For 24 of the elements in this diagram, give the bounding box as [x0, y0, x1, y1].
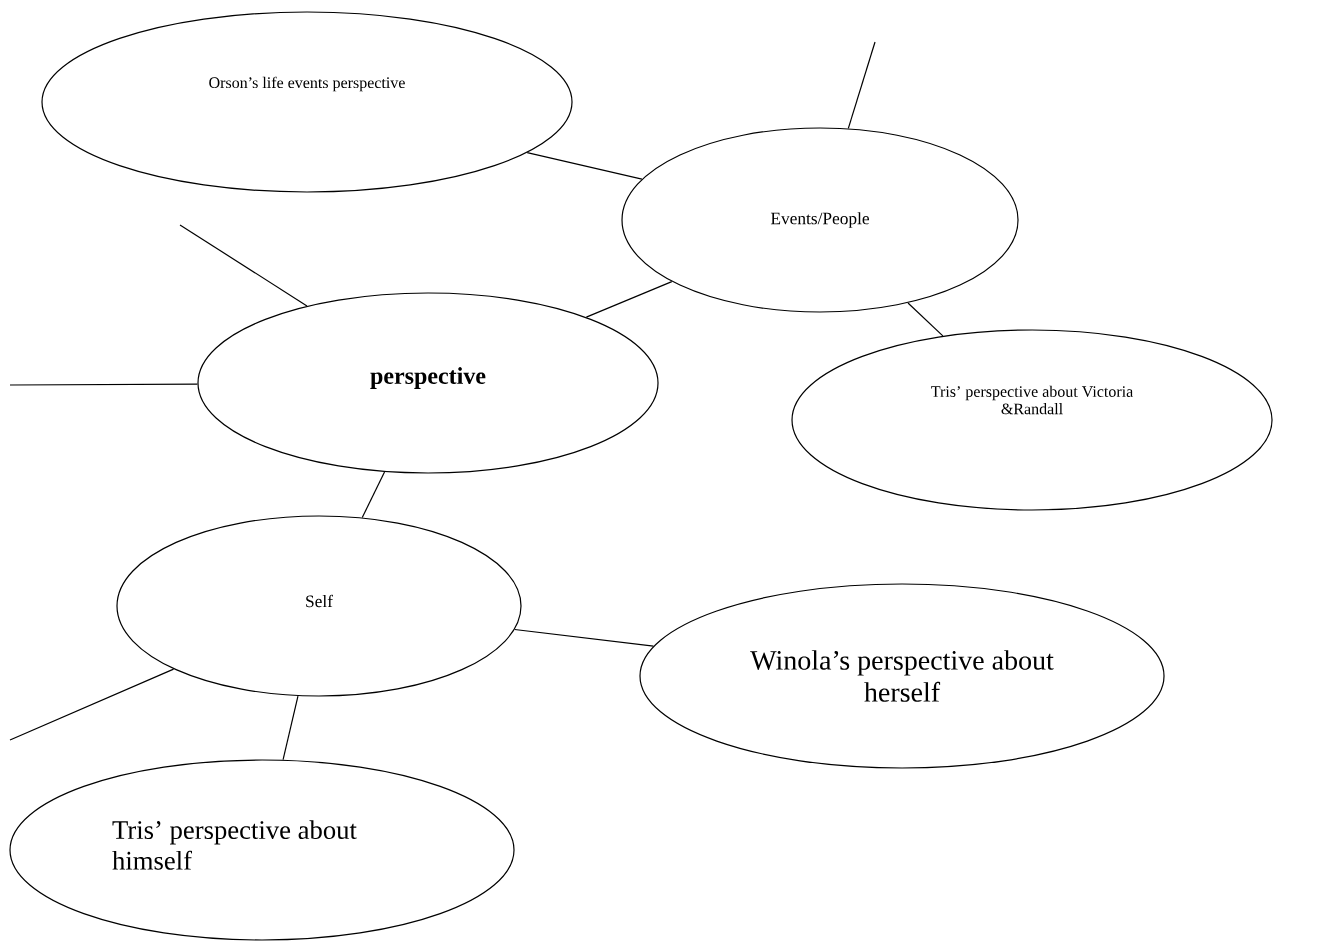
connector-line — [847, 41, 876, 129]
connector-line — [907, 302, 944, 337]
ellipse-node — [41, 11, 573, 193]
ellipse-node — [621, 127, 1019, 313]
node-label: Winola’s perspective about herself — [750, 650, 1054, 702]
node-label: Tris’ perspective about himself — [112, 820, 357, 870]
node-label: perspective — [370, 367, 486, 389]
connector-line — [514, 628, 655, 647]
ellipse-node — [639, 583, 1165, 769]
connector-line — [9, 383, 199, 386]
ellipse-node — [791, 329, 1273, 511]
ellipse-node — [197, 292, 659, 474]
connector-line — [585, 281, 673, 318]
node-label: Events/People — [770, 212, 869, 228]
connector-line — [179, 224, 308, 307]
node-label: Tris’ perspective about Victoria &Randall — [931, 385, 1133, 415]
connector-line — [9, 668, 175, 741]
connector-line — [526, 152, 643, 180]
connector-line — [282, 695, 299, 761]
node-label: Self — [306, 594, 333, 608]
ellipse-node — [9, 759, 515, 941]
connector-line — [361, 471, 386, 519]
node-label: Orson’s life events perspective — [209, 76, 405, 92]
ellipse-node — [116, 515, 522, 697]
